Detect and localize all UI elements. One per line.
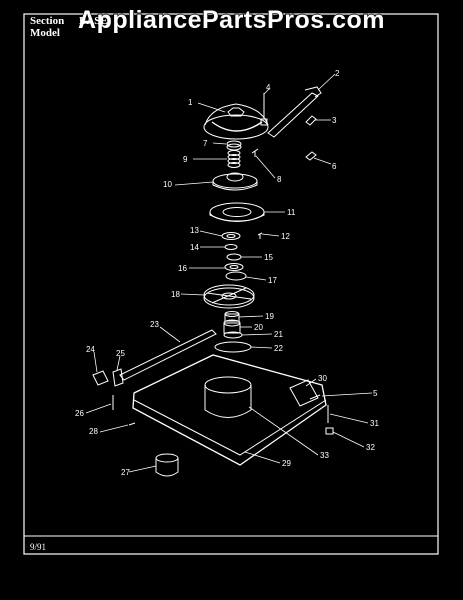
part-16-washer bbox=[224, 263, 244, 271]
section-label: Section bbox=[30, 15, 65, 27]
part-7-washer bbox=[226, 140, 242, 151]
callout-32: 32 bbox=[366, 443, 375, 452]
part-6-clip bbox=[305, 151, 317, 161]
part-18-pulley bbox=[203, 284, 255, 309]
callout-6: 6 bbox=[332, 162, 337, 171]
callout-25: 25 bbox=[116, 349, 125, 358]
part-32-foot bbox=[325, 427, 334, 435]
part-10-hub bbox=[212, 172, 258, 191]
part-33-tube bbox=[204, 376, 252, 418]
callout-18: 18 bbox=[171, 290, 180, 299]
part-24-block bbox=[92, 370, 109, 386]
callout-22: 22 bbox=[274, 344, 283, 353]
callout-23: 23 bbox=[150, 320, 159, 329]
callout-33: 33 bbox=[320, 451, 329, 460]
callout-7: 7 bbox=[203, 139, 208, 148]
part-27-leg bbox=[155, 453, 179, 477]
callout-11: 11 bbox=[287, 208, 296, 217]
callout-15: 15 bbox=[264, 253, 273, 262]
callout-2: 2 bbox=[335, 69, 340, 78]
callout-3: 3 bbox=[332, 116, 337, 125]
callout-10: 10 bbox=[163, 180, 172, 189]
part-4-bolt bbox=[260, 93, 268, 126]
callout-27: 27 bbox=[121, 468, 130, 477]
part-8-screw bbox=[251, 148, 259, 157]
part-13-washer bbox=[221, 232, 241, 240]
callout-20: 20 bbox=[254, 323, 263, 332]
part-2-bracket bbox=[267, 86, 322, 138]
callout-21: 21 bbox=[274, 330, 283, 339]
part-29-base-plate bbox=[132, 354, 327, 466]
callout-9: 9 bbox=[183, 155, 188, 164]
model-label: Model bbox=[30, 27, 60, 39]
callout-17: 17 bbox=[268, 276, 277, 285]
part-11-ring bbox=[209, 202, 265, 222]
callout-5: 5 bbox=[373, 389, 378, 398]
callout-19: 19 bbox=[265, 312, 274, 321]
callout-28: 28 bbox=[89, 427, 98, 436]
page-border bbox=[23, 13, 439, 555]
part-15-washer bbox=[226, 253, 242, 261]
callout-1: 1 bbox=[188, 98, 193, 107]
part-3-clip bbox=[305, 115, 317, 126]
callout-31: 31 bbox=[370, 419, 379, 428]
part-30-mount bbox=[289, 379, 319, 407]
section-header: Section BASE bbox=[30, 15, 108, 27]
watermark: AppliancePartsPros.com bbox=[77, 5, 385, 34]
part-9-spring bbox=[227, 150, 241, 168]
part-14-washer bbox=[224, 244, 238, 250]
part-23-rail bbox=[119, 329, 217, 381]
part-1-cover bbox=[203, 103, 269, 140]
callout-16: 16 bbox=[178, 264, 187, 273]
part-25-bracket bbox=[112, 368, 124, 387]
part-28-screw bbox=[128, 422, 136, 426]
part-17-washer bbox=[225, 271, 247, 281]
callout-30: 30 bbox=[318, 374, 327, 383]
section-value: BASE bbox=[78, 15, 108, 27]
part-20-bearing bbox=[223, 319, 241, 334]
callout-8: 8 bbox=[277, 175, 282, 184]
footer-date: 9/91 bbox=[30, 542, 47, 552]
callout-26: 26 bbox=[75, 409, 84, 418]
part-22-gasket bbox=[214, 341, 252, 353]
callout-12: 12 bbox=[281, 232, 290, 241]
callout-14: 14 bbox=[190, 243, 199, 252]
callout-29: 29 bbox=[282, 459, 291, 468]
leader-lines bbox=[85, 73, 373, 473]
model-header: Model bbox=[30, 27, 60, 39]
callout-13: 13 bbox=[190, 226, 199, 235]
callout-4: 4 bbox=[266, 83, 271, 92]
part-19-collar bbox=[224, 311, 240, 322]
part-12-screw bbox=[257, 232, 263, 239]
callout-24: 24 bbox=[86, 345, 95, 354]
part-5-bolt bbox=[309, 394, 321, 400]
